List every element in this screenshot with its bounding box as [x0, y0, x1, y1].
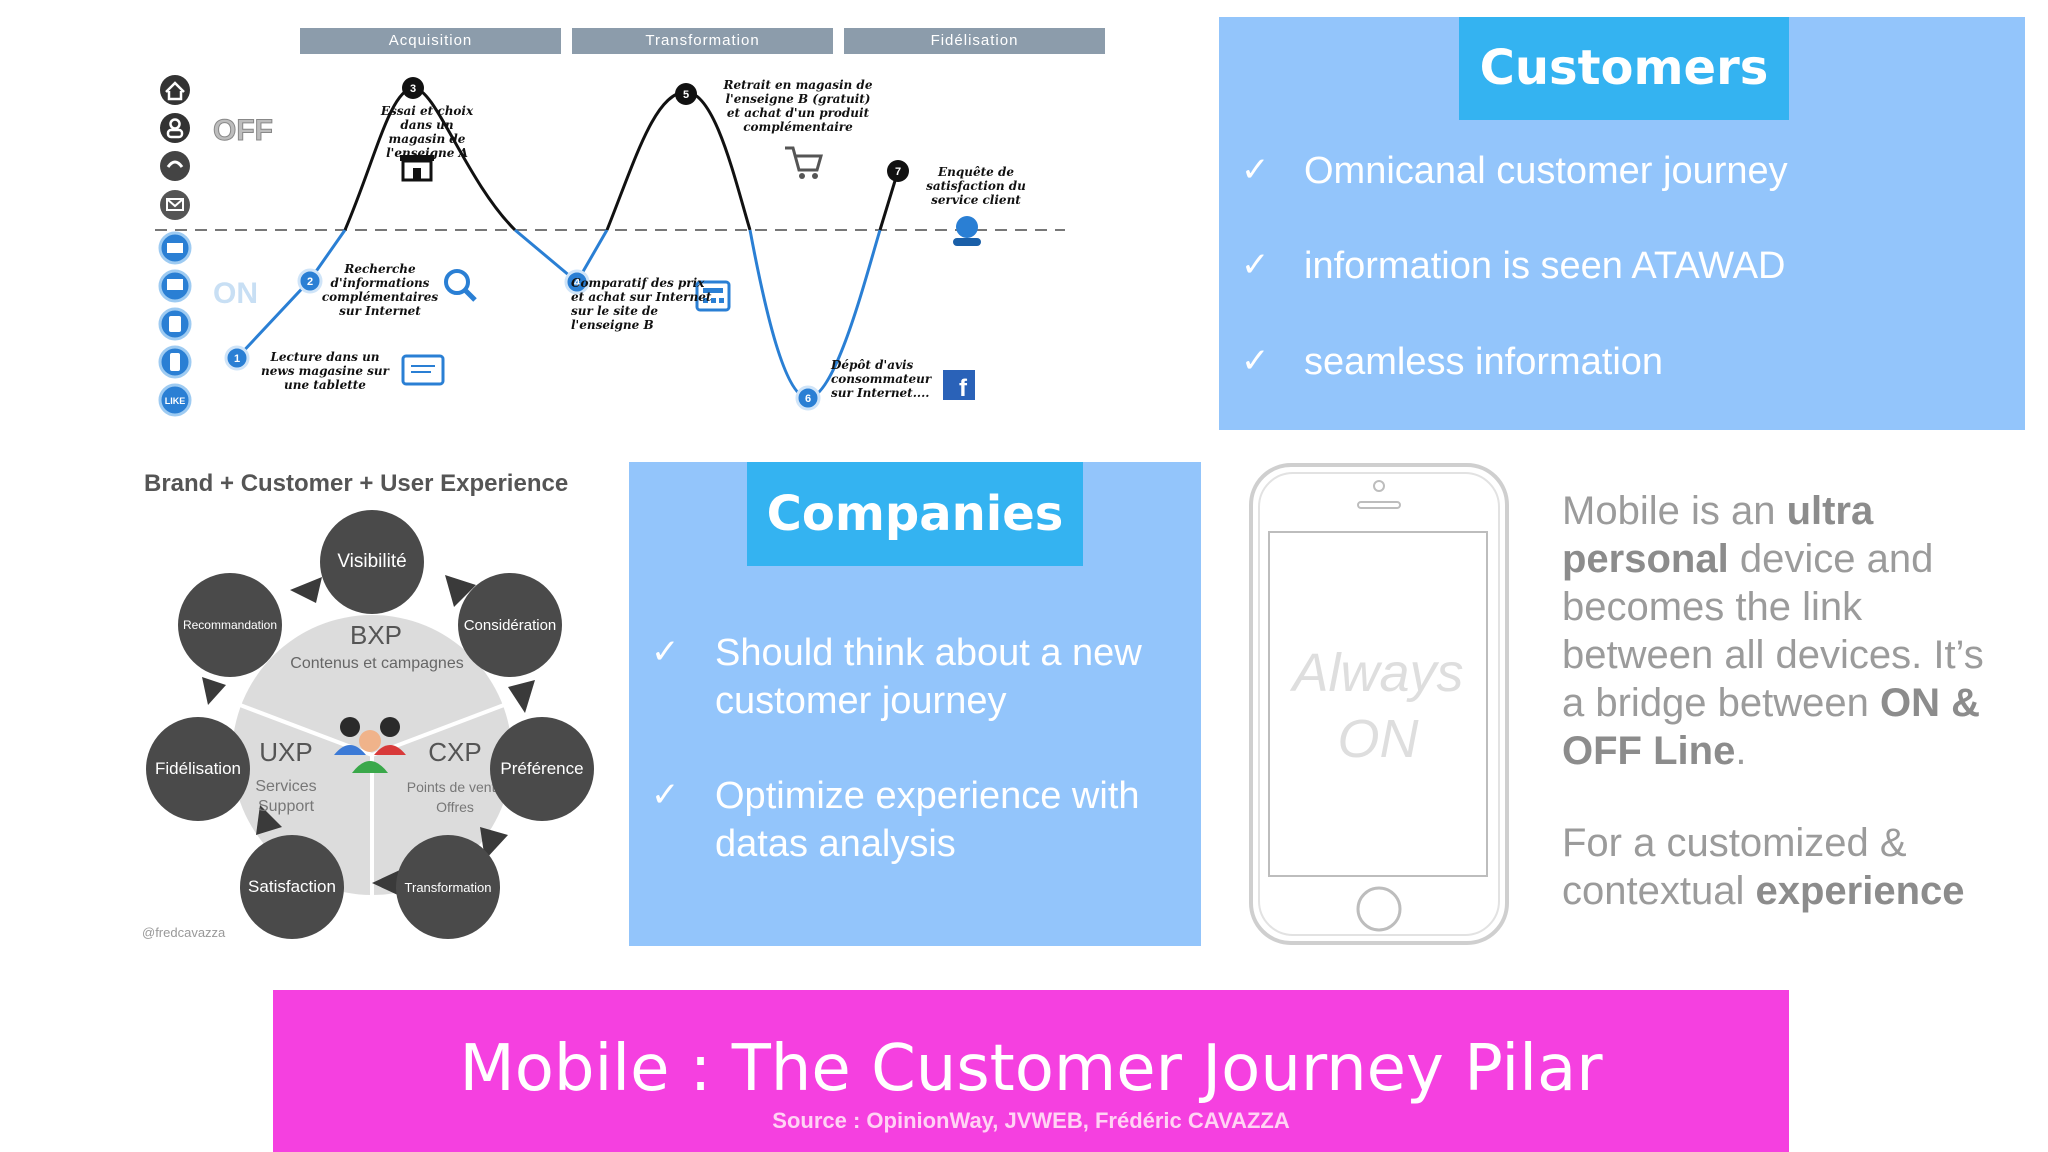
node-consideration: Considération — [458, 573, 562, 677]
experience-wheel-diagram: Brand + Customer + User Experience BXP C… — [140, 455, 610, 950]
check-icon: ✓ — [651, 633, 680, 671]
svg-text:4: 4 — [574, 277, 581, 289]
shop-icon — [400, 155, 434, 182]
step-2-text: Recherche d'informations complémentaires… — [321, 262, 439, 318]
mobile-description: Mobile is an ultra personal device and b… — [1562, 487, 2002, 915]
calculator-icon — [695, 280, 731, 312]
always-on-line-2: ON — [1337, 709, 1419, 769]
uxp-sublabel: Services Support — [244, 777, 328, 817]
check-icon: ✓ — [651, 776, 680, 814]
facebook-icon: f — [943, 370, 975, 402]
step-1-marker — [224, 345, 250, 371]
node-preference: Préférence — [490, 717, 594, 821]
bxp-label: BXP — [349, 620, 403, 650]
wheel-title: Brand + Customer + User Experience — [144, 470, 569, 497]
phase-transformation: Transformation — [572, 28, 833, 54]
check-icon: ✓ — [1241, 342, 1270, 380]
channel-icons: LIKE — [158, 75, 192, 417]
cart-icon — [785, 146, 823, 179]
cxp-label: CXP — [428, 737, 482, 767]
off-label: OFF — [213, 114, 273, 147]
wheel-credit: @fredcavazza — [142, 925, 226, 940]
companies-item-1: Should think about a new customer journe… — [715, 632, 1142, 722]
svg-text:5: 5 — [683, 89, 689, 101]
svg-text:3: 3 — [410, 83, 416, 95]
uxp-label: UXP — [259, 737, 313, 767]
node-fidelisation: Fidélisation — [146, 717, 250, 821]
people-icon — [334, 717, 406, 773]
step-6-text: Dépôt d'avis consommateur sur Internet..… — [831, 358, 932, 400]
customer-service-icon — [953, 216, 981, 246]
always-on-text: Always ON — [1269, 640, 1487, 772]
uxp-sub-2: Support — [257, 798, 315, 815]
footer-banner: Mobile : The Customer Journey Pilar Sour… — [273, 990, 1789, 1152]
phone-icon — [160, 151, 190, 181]
cycle-arrows — [202, 575, 535, 897]
svg-text:f: f — [959, 375, 968, 402]
svg-text:7: 7 — [895, 166, 901, 178]
step-7-text: Enquête de satisfaction du service clien… — [926, 165, 1026, 207]
check-icon: ✓ — [1241, 151, 1270, 189]
banner-source: Source : OpinionWay, JVWEB, Frédéric CAV… — [772, 1108, 1290, 1133]
always-on-line-1: Always — [1292, 643, 1464, 703]
customers-item-1: Omnicanal customer journey — [1304, 150, 1788, 192]
customer-journey-diagram: Acquisition Transformation Fidélisation … — [135, 20, 1115, 425]
svg-text:6: 6 — [805, 393, 811, 405]
step-3-text: Essai et choix dans un magasin de l'ense… — [380, 104, 474, 160]
check-icon: ✓ — [1241, 246, 1270, 284]
uxp-sub-1: Services — [255, 778, 317, 795]
cxp-sub-1: Points de vente — [406, 779, 504, 795]
step-5-text: Retrait en magasin de l'enseigne B (grat… — [723, 78, 873, 134]
svg-text:LIKE: LIKE — [165, 396, 186, 406]
step-5-marker — [675, 83, 697, 105]
node-transformation: Transformation — [396, 835, 500, 939]
customers-panel: Customers ✓ Omnicanal customer journey ✓… — [1219, 17, 2025, 430]
phase-fidelisation: Fidélisation — [844, 28, 1105, 54]
svg-text:2: 2 — [307, 276, 313, 288]
step-7-marker — [887, 160, 909, 182]
node-visibilite: Visibilité — [320, 510, 424, 614]
phone-illustration: Always ON — [1248, 462, 1510, 946]
phase-acquisition: Acquisition — [300, 28, 561, 54]
step-2-marker — [297, 268, 323, 294]
customers-title: Customers — [1459, 17, 1789, 120]
step-6-marker — [795, 385, 821, 411]
smartphone-outline-icon — [1249, 463, 1509, 945]
cxp-sub-2: Offres — [436, 799, 474, 815]
cxp-sublabel: Points de vente Offres — [385, 777, 525, 817]
like-icon — [158, 383, 192, 417]
banner-title: Mobile : The Customer Journey Pilar — [459, 1032, 1603, 1106]
customers-item-3: seamless information — [1304, 341, 1664, 383]
companies-panel: Companies ✓ Should think about a new cus… — [629, 462, 1201, 946]
step-4-text: Comparatif des prix et achat sur Interne… — [571, 276, 712, 332]
magnifier-icon — [444, 269, 477, 302]
companies-item-2: Optimize experience with datas analysis — [715, 775, 1140, 865]
node-recommandation: Recommandation — [178, 573, 282, 677]
on-label: ON — [213, 277, 258, 310]
bxp-sublabel: Contenus et campagnes — [290, 655, 464, 672]
step-1-text: Lecture dans un news magasine sur une ta… — [261, 350, 389, 392]
step-4-marker — [564, 269, 590, 295]
svg-text:1: 1 — [234, 353, 240, 365]
home-icon — [160, 75, 190, 105]
mobile-paragraph-2: For a customized & contextual experience — [1562, 821, 1965, 913]
wheel-svg — [202, 575, 535, 897]
journey-curve-svg: LIKE OFF ON 1 2 3 4 5 6 7 — [155, 75, 1065, 417]
mobile-paragraph-1: Mobile is an ultra personal device and b… — [1562, 489, 1984, 773]
step-3-marker — [402, 77, 424, 99]
companies-title: Companies — [747, 462, 1083, 566]
node-satisfaction: Satisfaction — [240, 835, 344, 939]
tablet-touch-icon — [401, 354, 445, 386]
customers-item-2: information is seen ATAWAD — [1304, 245, 1786, 287]
